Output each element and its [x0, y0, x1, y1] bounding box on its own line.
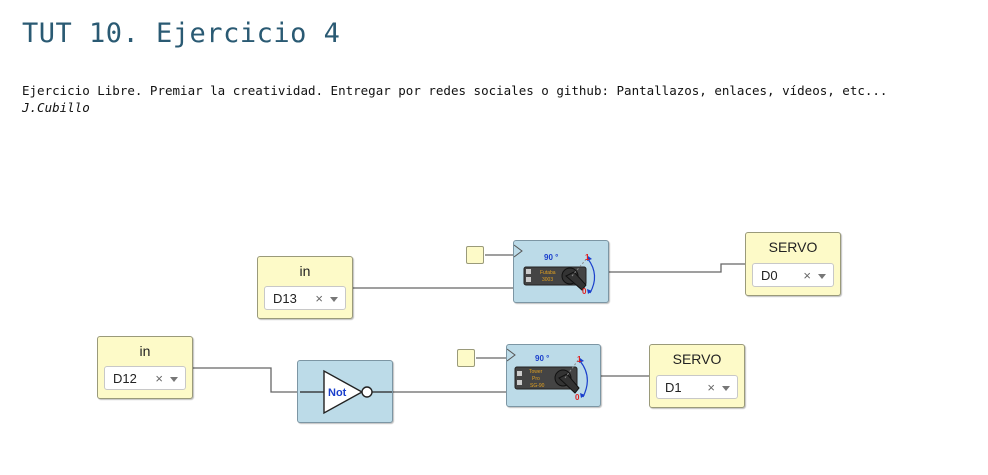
servo-angle-label: 90 ° [535, 354, 549, 363]
page-title: TUT 10. Ejercicio 4 [22, 18, 341, 49]
input-block-d12[interactable]: in D12 × [97, 336, 193, 399]
servo-angle-input-1[interactable] [466, 246, 484, 264]
input-block-d13[interactable]: in D13 × [257, 256, 353, 319]
pin-select-d12[interactable]: D12 × [104, 366, 186, 390]
servo-icon: 90 ° Futaba 3003 1 0 [514, 244, 596, 296]
servo-model: 3003 [542, 277, 553, 283]
servo-sub: Pro [532, 376, 540, 382]
block-label: in [299, 263, 311, 279]
pin-value: D0 [761, 268, 778, 283]
not-gate-block[interactable]: Not [297, 360, 393, 423]
wire-in2-not [191, 367, 297, 393]
pin-value: D13 [273, 291, 297, 306]
clear-icon[interactable]: × [707, 380, 715, 395]
servo-model: SG-90 [530, 383, 545, 389]
servo-angle-input-2[interactable] [457, 349, 475, 367]
wire-servo1-out1 [608, 263, 746, 273]
clear-icon[interactable]: × [803, 268, 811, 283]
block-label: in [139, 343, 151, 359]
servo-brand: Futaba [540, 270, 556, 276]
servo-angle-label: 90 ° [544, 253, 558, 262]
servo-max-label: 1 [585, 253, 590, 262]
servo-output-block-d0[interactable]: SERVO D0 × [745, 232, 841, 296]
pin-select-d0[interactable]: D0 × [752, 263, 834, 287]
author-name: J.Cubillo [22, 100, 90, 115]
block-label: SERVO [768, 239, 818, 255]
chevron-down-icon[interactable] [818, 274, 826, 279]
chevron-down-icon[interactable] [722, 386, 730, 391]
description-text: Ejercicio Libre. Premiar la creatividad.… [22, 83, 888, 98]
servo-icon: 90 ° Tower Pro SG-90 1 0 [507, 348, 588, 402]
clear-icon[interactable]: × [155, 371, 163, 386]
pin-value: D1 [665, 380, 682, 395]
servo-brand: Tower [529, 369, 543, 375]
servo-min-label: 0 [582, 287, 587, 296]
description: Ejercicio Libre. Premiar la creatividad.… [22, 82, 887, 116]
not-gate-icon: Not [300, 369, 392, 415]
servo-block-2[interactable]: 90 ° Tower Pro SG-90 1 0 [506, 344, 601, 407]
servo-min-label: 0 [575, 393, 580, 402]
servo-block-1[interactable]: 90 ° Futaba 3003 1 0 [513, 240, 609, 303]
servo-max-label: 1 [577, 355, 582, 364]
pin-value: D12 [113, 371, 137, 386]
block-label: SERVO [672, 351, 722, 367]
clear-icon[interactable]: × [315, 291, 323, 306]
chevron-down-icon[interactable] [330, 297, 338, 302]
not-gate-label: Not [328, 387, 347, 399]
pin-select-d13[interactable]: D13 × [264, 286, 346, 310]
servo-output-block-d1[interactable]: SERVO D1 × [649, 344, 745, 408]
pin-select-d1[interactable]: D1 × [656, 375, 738, 399]
chevron-down-icon[interactable] [170, 377, 178, 382]
